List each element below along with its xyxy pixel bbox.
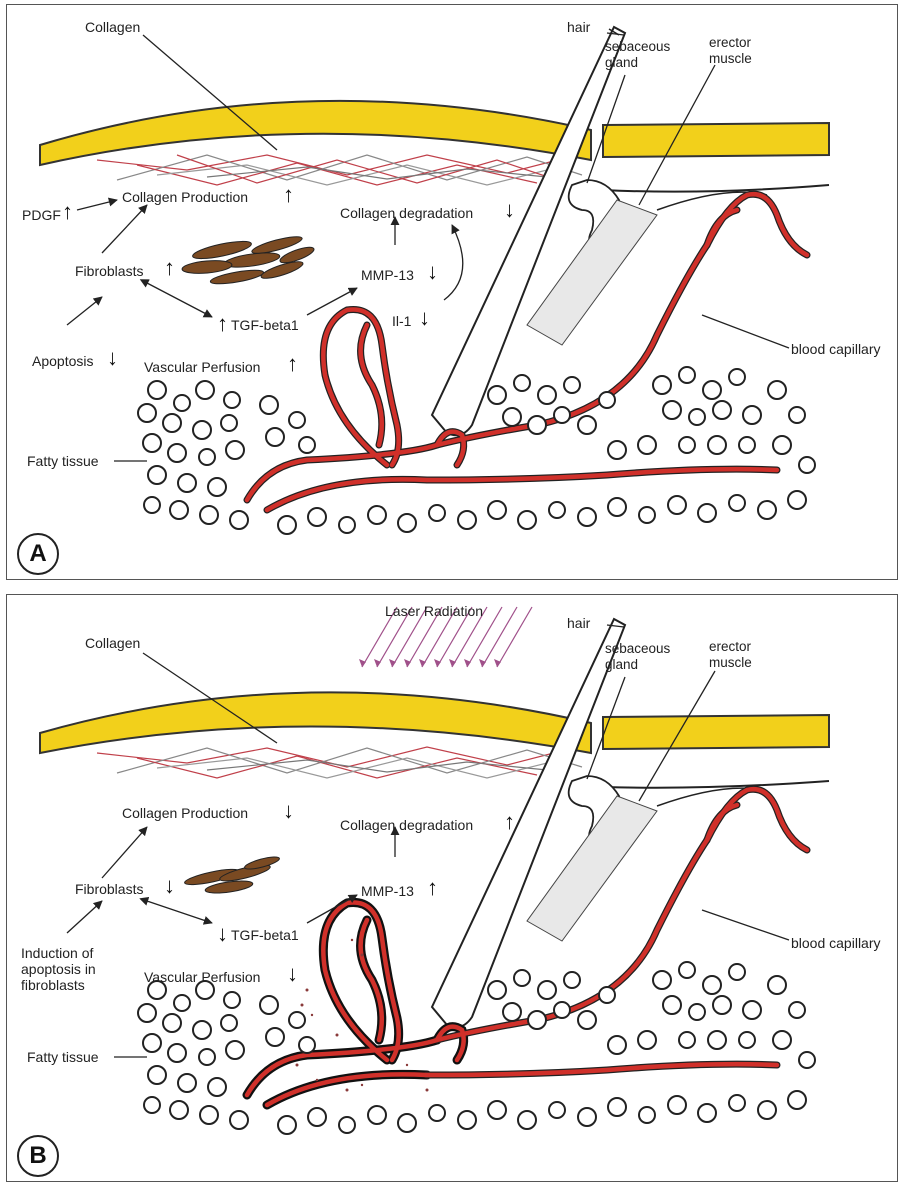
fatty-tissue-label: Fatty tissue bbox=[27, 1049, 99, 1065]
collagen-degradation-trend-icon: ↑ bbox=[504, 811, 515, 833]
epidermis-left bbox=[40, 692, 591, 753]
sebaceous-gland-label: sebaceous gland bbox=[605, 641, 670, 672]
collagen-degradation-trend-icon: ↓ bbox=[504, 199, 515, 221]
hair-label: hair bbox=[567, 19, 590, 35]
laser-radiation-label: Laser Radiation bbox=[385, 603, 483, 619]
epidermis-right bbox=[603, 123, 829, 157]
collagen-fibers bbox=[97, 155, 582, 185]
epidermis-right bbox=[603, 715, 829, 749]
epidermis-left bbox=[40, 101, 591, 165]
il1-trend-icon: ↓ bbox=[419, 307, 430, 329]
pdgf-trend-icon: ↑ bbox=[62, 201, 73, 223]
panel-b: Collagen Laser Radiation hair sebaceous … bbox=[6, 594, 898, 1182]
mmp13-label: MMP-13 bbox=[361, 883, 414, 899]
collagen-production-label: Collagen Production bbox=[122, 189, 248, 205]
collagen-fibers bbox=[97, 747, 582, 778]
apoptosis-label: Apoptosis bbox=[32, 353, 93, 369]
vascular-perfusion-label: Vascular Perfusion bbox=[144, 969, 260, 985]
blood-capillary-label: blood capillary bbox=[791, 935, 881, 951]
fibroblast-cluster bbox=[182, 233, 316, 286]
erector-muscle-label: erector muscle bbox=[709, 639, 752, 670]
panel-a: Collagen hair sebaceous gland erector mu… bbox=[6, 4, 898, 580]
pdgf-label: PDGF bbox=[22, 207, 61, 223]
collagen-production-label: Collagen Production bbox=[122, 805, 248, 821]
vascular-perfusion-trend-icon: ↑ bbox=[287, 353, 298, 375]
fatty-tissue-label: Fatty tissue bbox=[27, 453, 99, 469]
fibroblasts-trend-icon: ↓ bbox=[164, 875, 175, 897]
panel-a-badge: A bbox=[17, 533, 59, 575]
il1-label: Il-1 bbox=[392, 313, 411, 329]
vascular-perfusion-label: Vascular Perfusion bbox=[144, 359, 260, 375]
collagen-degradation-label: Collagen degradation bbox=[340, 817, 473, 833]
skin-diagram-a bbox=[7, 5, 898, 580]
collagen-production-trend-icon: ↑ bbox=[283, 184, 294, 206]
collagen-degradation-label: Collagen degradation bbox=[340, 205, 473, 221]
hair-label: hair bbox=[567, 615, 590, 631]
mmp13-label: MMP-13 bbox=[361, 267, 414, 283]
mmp13-trend-icon: ↓ bbox=[427, 261, 438, 283]
collagen-production-trend-icon: ↓ bbox=[283, 800, 294, 822]
collagen-label: Collagen bbox=[85, 19, 140, 35]
capillary-leader bbox=[702, 315, 789, 348]
fibroblasts-label: Fibroblasts bbox=[75, 881, 143, 897]
capillary-leader bbox=[702, 910, 789, 940]
induction-apoptosis-label: Induction of apoptosis in fibroblasts bbox=[21, 945, 96, 993]
tgf-beta1-label: TGF-beta1 bbox=[231, 317, 299, 333]
mmp13-trend-icon: ↑ bbox=[427, 877, 438, 899]
fibroblasts-trend-icon: ↑ bbox=[164, 257, 175, 279]
fibroblasts-label: Fibroblasts bbox=[75, 263, 143, 279]
tgf-trend-icon: ↓ bbox=[217, 923, 228, 945]
panel-b-badge: B bbox=[17, 1135, 59, 1177]
fibroblast-cluster bbox=[184, 854, 281, 895]
erector-muscle-label: erector muscle bbox=[709, 35, 752, 66]
blood-capillary-label: blood capillary bbox=[791, 341, 881, 357]
vascular-perfusion-trend-icon: ↓ bbox=[287, 963, 298, 985]
apoptosis-trend-icon: ↓ bbox=[107, 347, 118, 369]
tgf-trend-icon: ↑ bbox=[217, 313, 228, 335]
tgf-beta1-label: TGF-beta1 bbox=[231, 927, 299, 943]
sebaceous-gland-label: sebaceous gland bbox=[605, 39, 670, 70]
collagen-label: Collagen bbox=[85, 635, 140, 651]
